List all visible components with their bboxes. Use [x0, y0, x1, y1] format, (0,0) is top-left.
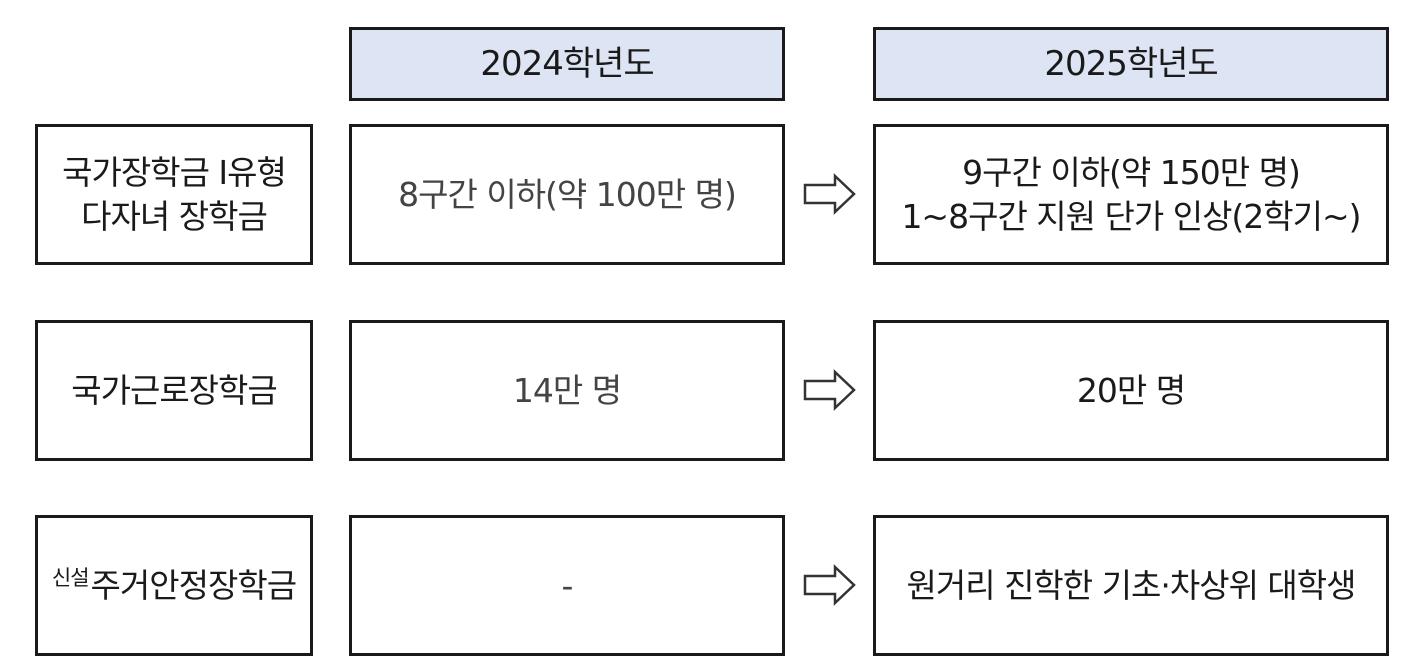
row-1-2025-line-1: 9구간 이하(약 150만 명) — [962, 152, 1301, 192]
row-2-label: 국가근로장학금 — [71, 370, 278, 410]
row-3-label: 주거안정장학금 — [90, 565, 298, 605]
row-2-2024-value: 14만 명 — [512, 370, 622, 410]
row-1-2024-value: 8구간 이하(약 100만 명) — [398, 174, 737, 214]
header-2025-label: 2025학년도 — [1044, 43, 1218, 84]
row-1-2025-line-2: 1~8구간 지원 단가 인상(2학기~) — [901, 196, 1361, 236]
row-3-2025-value: 원거리 진학한 기초·차상위 대학생 — [906, 565, 1357, 605]
header-2024-label: 2024학년도 — [480, 43, 654, 84]
right-arrow-icon — [803, 173, 856, 215]
row-3-label-wrap: 신설주거안정장학금 — [51, 564, 298, 608]
row-1-2025-box: 9구간 이하(약 150만 명) 1~8구간 지원 단가 인상(2학기~) — [873, 124, 1389, 265]
row-2-2024-box: 14만 명 — [349, 320, 785, 461]
row-1-label-line-2: 다자녀 장학금 — [81, 196, 268, 236]
row-3-2025-box: 원거리 진학한 기초·차상위 대학생 — [873, 515, 1389, 656]
right-arrow-icon — [803, 564, 856, 606]
new-tag: 신설 — [51, 565, 90, 590]
header-2025: 2025학년도 — [873, 27, 1389, 101]
row-1-label-line-1: 국가장학금 Ⅰ유형 — [62, 152, 287, 192]
row-3-2024-box: - — [349, 515, 785, 656]
row-1-2024-box: 8구간 이하(약 100만 명) — [349, 124, 785, 265]
row-2-label-box: 국가근로장학금 — [35, 320, 313, 461]
header-2024: 2024학년도 — [349, 27, 785, 101]
row-2-2025-box: 20만 명 — [873, 320, 1389, 461]
row-1-label-box: 국가장학금 Ⅰ유형 다자녀 장학금 — [35, 124, 313, 265]
right-arrow-icon — [803, 369, 856, 411]
row-3-label-box: 신설주거안정장학금 — [35, 515, 313, 656]
row-2-2025-value: 20만 명 — [1076, 370, 1186, 410]
row-3-2024-value: - — [561, 565, 574, 605]
